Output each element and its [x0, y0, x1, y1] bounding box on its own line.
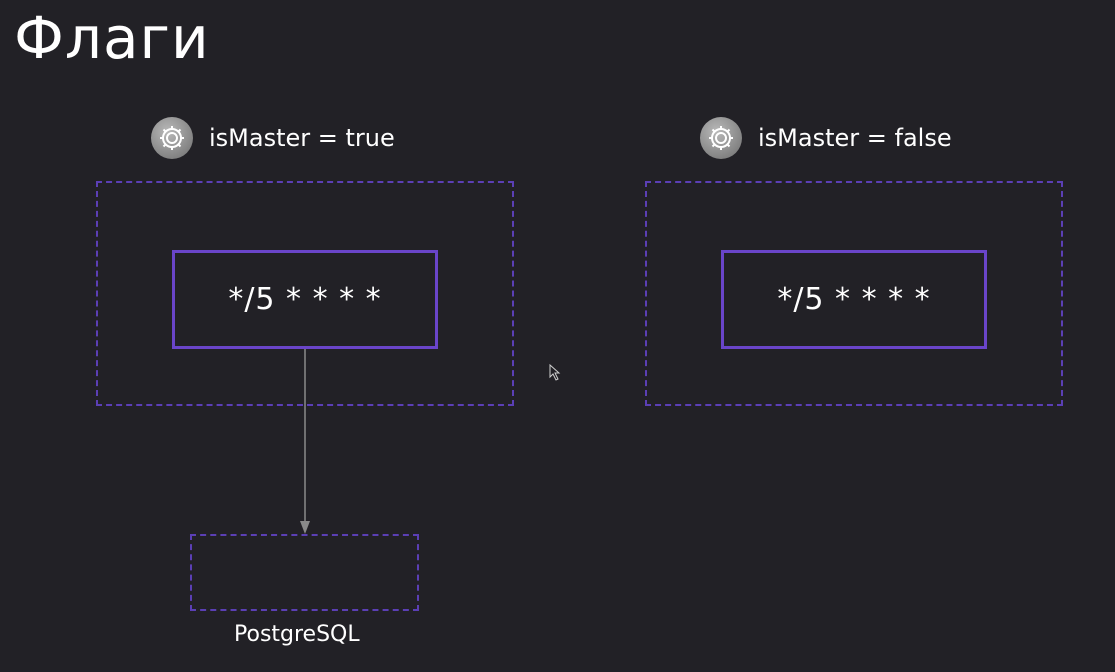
- mouse-cursor-icon: [549, 363, 561, 381]
- cron-expression-master: */5 * * * *: [228, 282, 382, 317]
- database-box: [190, 534, 419, 611]
- node-header-master: isMaster = true: [151, 117, 395, 159]
- gear-icon: [700, 117, 742, 159]
- cron-job-box-master: */5 * * * *: [172, 250, 438, 349]
- database-label: PostgreSQL: [234, 622, 360, 647]
- node-header-replica: isMaster = false: [700, 117, 952, 159]
- connector-arrowhead: [300, 521, 310, 534]
- flag-label-replica: isMaster = false: [758, 124, 952, 152]
- slide-title: Флаги: [14, 4, 210, 72]
- flag-label-master: isMaster = true: [209, 124, 395, 152]
- cron-job-box-replica: */5 * * * *: [721, 250, 987, 349]
- cron-expression-replica: */5 * * * *: [777, 282, 931, 317]
- gear-icon: [151, 117, 193, 159]
- node-container-replica: [645, 181, 1063, 406]
